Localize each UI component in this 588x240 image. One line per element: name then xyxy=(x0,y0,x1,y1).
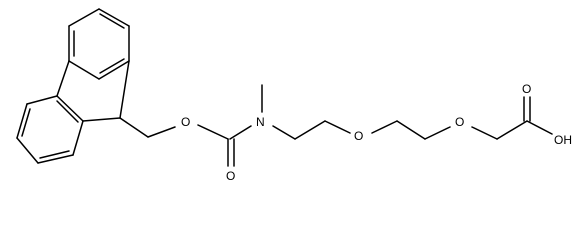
fluorenyl-five-membered-ring xyxy=(56,60,130,122)
fmoc-carbamate xyxy=(119,84,263,167)
peg-linker-chain xyxy=(272,120,528,140)
acid-hydroxyl-label: OH xyxy=(554,133,572,147)
carboxylic-acid xyxy=(523,96,553,135)
fluorenyl-lower-ring xyxy=(16,95,84,164)
carbamate-ester-oxygen-label: O xyxy=(181,115,190,129)
nitrogen-label: N xyxy=(256,115,265,129)
ether-oxygen-2-label: O xyxy=(455,115,464,129)
acid-carbonyl-oxygen-label: O xyxy=(522,82,531,96)
ether-oxygen-1-label: O xyxy=(354,129,363,143)
carbamate-carbonyl-oxygen-label: O xyxy=(226,169,235,183)
fluorenyl-upper-ring xyxy=(68,8,130,80)
chemical-structure: O O N O O O OH xyxy=(16,8,572,183)
